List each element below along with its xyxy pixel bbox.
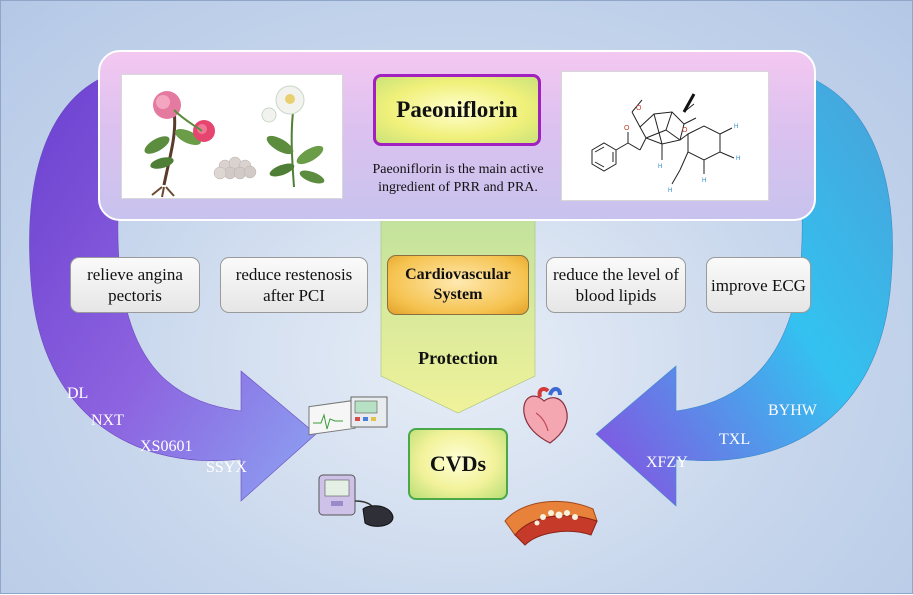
effect-improve-ecg: improve ECG: [706, 257, 811, 313]
plant-image-panel: [121, 74, 343, 199]
paeoniflorin-description: Paeoniflorin is the main active ingredie…: [372, 162, 544, 195]
left-arrow-item: SSYX: [206, 459, 247, 476]
left-arrow-item: XS0601: [140, 438, 193, 455]
chemical-structure-panel: O O O H H H H H: [561, 71, 769, 201]
paeoniflorin-structure-diagram: O O O H H H H H: [591, 93, 740, 194]
atom-label: H: [734, 124, 738, 130]
tablets-icon: [213, 156, 257, 180]
paeoniflorin-title: Paeoniflorin: [373, 74, 541, 146]
effect-relieve-angina: relieve angina pectoris: [70, 257, 200, 313]
protection-label: Protection: [418, 348, 498, 368]
left-arrow-item: DL: [67, 385, 89, 402]
effect-reduce-blood-lipids: reduce the level of blood lipids: [546, 257, 686, 313]
peony-illustration: [144, 85, 325, 198]
ecg-machine-icon: [308, 396, 388, 436]
atom-label: H: [736, 156, 740, 162]
blood-pressure-monitor-icon: [318, 474, 394, 527]
effect-reduce-restenosis: reduce restenosis after PCI: [220, 257, 368, 313]
left-arrow-item: NXT: [91, 412, 124, 429]
peony-plant-icon: [144, 91, 215, 198]
atom-label: H: [658, 164, 662, 170]
right-arrow-item: TXL: [719, 431, 751, 448]
atom-label: H: [702, 178, 706, 184]
artery-plaque-icon: [504, 500, 598, 546]
atom-label: O: [636, 105, 642, 112]
right-arrow-item: BYHW: [768, 402, 817, 419]
cvds-box: CVDs: [408, 428, 508, 500]
atom-label: O: [682, 127, 688, 134]
peony-white-flower-icon: [261, 85, 325, 188]
atom-label: O: [624, 125, 630, 132]
right-arrow-item: XFZY: [646, 454, 688, 471]
cardiovascular-system-box: Cardiovascular System: [387, 255, 529, 315]
atom-label: H: [668, 188, 672, 194]
heart-icon: [523, 387, 568, 444]
